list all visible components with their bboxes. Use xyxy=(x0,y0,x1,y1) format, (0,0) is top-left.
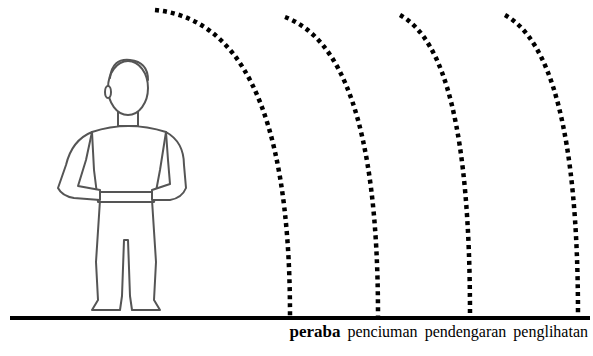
hearing-arc xyxy=(400,15,470,316)
ground-line xyxy=(10,316,590,320)
sight-arc xyxy=(505,15,578,316)
smell-label: penciuman xyxy=(347,322,417,342)
smell-arc xyxy=(285,17,378,316)
label-row: peraba penciuman pendengaran penglihatan xyxy=(289,322,588,342)
sight-label: penglihatan xyxy=(513,322,588,342)
hearing-label: pendengaran xyxy=(425,322,507,342)
man-figure xyxy=(58,60,186,310)
touch-label: peraba xyxy=(289,322,340,342)
range-arcs xyxy=(155,10,578,316)
